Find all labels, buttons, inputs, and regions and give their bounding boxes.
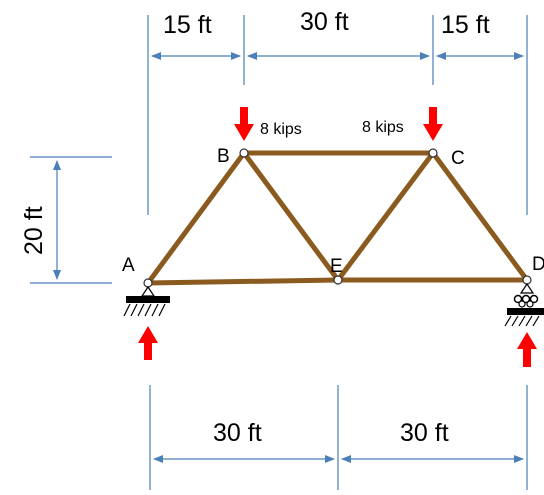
joint-D <box>522 275 532 285</box>
load-arrow-B <box>234 107 254 141</box>
dim-bottom-right: 30 ft <box>400 419 449 447</box>
reaction-arrow-D <box>517 332 537 367</box>
dim-top-middle: 30 ft <box>300 8 349 36</box>
load-arrow-C <box>423 107 443 141</box>
height-dimension-lines <box>30 156 112 284</box>
load-label-B: 8 kips <box>260 121 302 138</box>
dim-top-right: 15 ft <box>441 11 490 39</box>
node-label-B: B <box>217 146 230 167</box>
node-label-D: D <box>532 254 544 275</box>
member-EC <box>335 150 436 283</box>
dim-bottom-left: 30 ft <box>213 419 262 447</box>
load-label-C: 8 kips <box>362 119 404 136</box>
reaction-arrow-A <box>138 326 158 360</box>
member-BE <box>241 150 341 283</box>
joint-B <box>239 148 249 158</box>
member-AB <box>145 150 247 286</box>
dim-height: 20 ft <box>20 206 48 255</box>
node-label-C: C <box>451 148 465 169</box>
truss-members <box>145 150 530 286</box>
joint-E <box>333 275 343 285</box>
node-label-A: A <box>122 255 135 276</box>
dim-top-left: 15 ft <box>163 11 212 39</box>
bottom-dimension-lines <box>149 385 528 490</box>
truss-joints <box>143 148 532 288</box>
member-CD <box>430 150 530 283</box>
top-dimension-lines <box>147 15 528 215</box>
node-label-E: E <box>330 256 343 277</box>
pin-support-A <box>123 285 170 317</box>
member-AE <box>145 277 341 286</box>
joint-C <box>428 148 438 158</box>
joint-A <box>143 278 153 288</box>
roller-support-D <box>504 282 544 327</box>
